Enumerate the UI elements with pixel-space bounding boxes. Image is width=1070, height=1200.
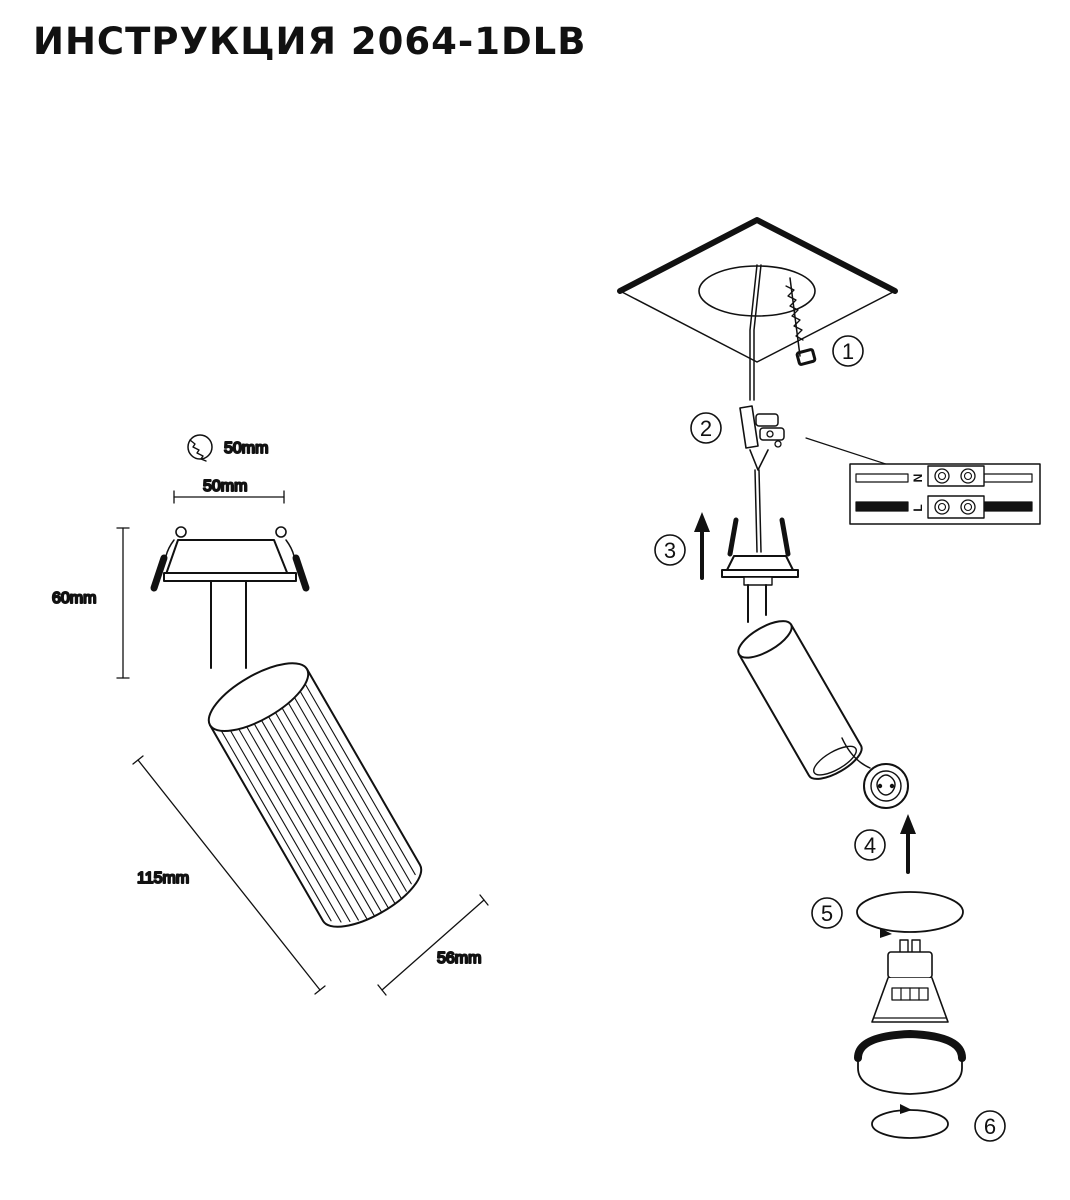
step-6-circle xyxy=(974,1110,1006,1142)
hole-saw-icon xyxy=(187,434,213,462)
step-3-circle xyxy=(654,534,686,566)
install-mounting-frame xyxy=(721,517,799,586)
wiring-callout-line xyxy=(805,437,899,469)
ribbed-lamp-body xyxy=(207,662,423,928)
page-title: ИНСТРУКЦИЯ 2064-1DLB xyxy=(33,20,587,63)
dimension-drawing: 50mm 50mm 60mm xyxy=(51,434,489,996)
cutout-dimension-label: 50mm xyxy=(224,440,268,457)
length-dimension-label: 115mm xyxy=(137,870,189,887)
socket-wire xyxy=(841,737,871,769)
step-6-number: 6 xyxy=(984,1114,996,1139)
spring-clip-left xyxy=(150,554,168,592)
gu10-lamp xyxy=(871,939,949,1023)
install-lamp-body xyxy=(737,620,863,780)
height-dimension-line xyxy=(116,527,130,679)
rotate-arrow-icon xyxy=(871,1104,949,1139)
step-3-number: 3 xyxy=(664,538,676,563)
width-dimension-label: 50mm xyxy=(203,478,247,495)
step-4-circle xyxy=(854,829,886,861)
step-1-number: 1 xyxy=(842,339,854,364)
height-dimension-label: 60mm xyxy=(52,590,96,607)
diameter-dimension-line xyxy=(377,894,489,996)
install-lamp-stem xyxy=(747,584,767,623)
step-1-circle xyxy=(832,335,864,367)
power-cable xyxy=(749,264,762,553)
lamp-stem xyxy=(210,580,247,669)
terminal-block-icon xyxy=(739,405,785,471)
step-4-number: 4 xyxy=(864,833,876,858)
arrow-up-icon xyxy=(694,512,710,580)
hole-saw-icon xyxy=(785,277,817,366)
diameter-dimension-label: 56mm xyxy=(437,950,481,967)
width-dimension-line xyxy=(173,490,285,504)
spring-clip-right xyxy=(292,554,310,592)
installation-drawing: 1 2 xyxy=(617,217,1041,1142)
front-ring xyxy=(854,1030,966,1095)
wiring-detail xyxy=(849,463,1041,525)
length-dimension-line xyxy=(132,755,326,995)
step-5-circle xyxy=(811,897,843,929)
neutral-label: N xyxy=(911,474,925,483)
live-label: L xyxy=(911,504,925,511)
rotate-arrow-icon xyxy=(856,891,964,938)
step-2-circle xyxy=(690,412,722,444)
gu10-socket xyxy=(863,763,909,809)
mounting-frame xyxy=(163,526,297,582)
step-5-number: 5 xyxy=(821,901,833,926)
step-2-number: 2 xyxy=(700,416,712,441)
arrow-up-icon xyxy=(900,814,916,874)
